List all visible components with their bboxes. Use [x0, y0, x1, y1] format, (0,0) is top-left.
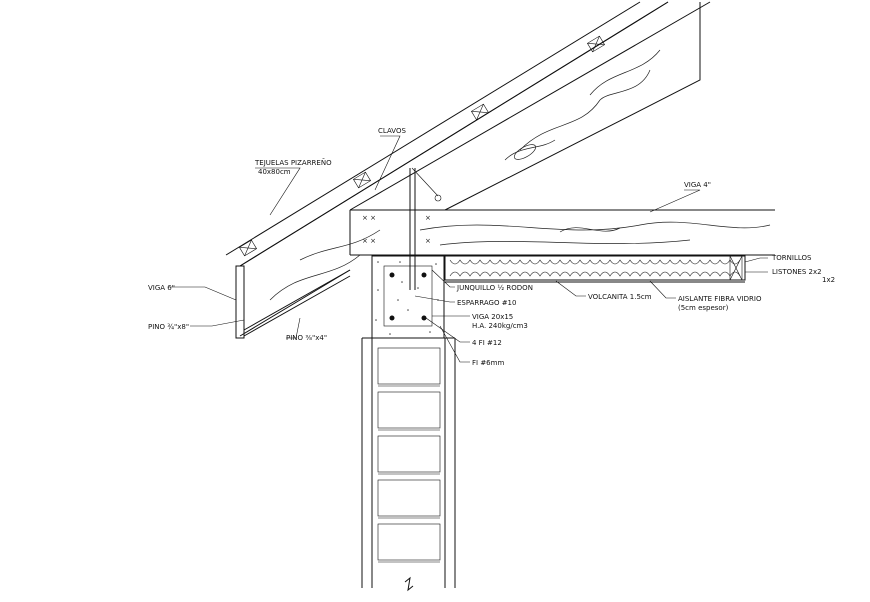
insulation-strip — [444, 255, 746, 283]
eave-fascia — [235, 265, 351, 339]
svg-text:× ×: × × — [362, 237, 376, 245]
svg-text:× ×: × × — [362, 214, 376, 222]
label-pino-b: PINO ⅜"x4" — [286, 334, 327, 342]
tile-nail-marks — [239, 35, 605, 257]
label-esparrago: ESPARRAGO #10 — [457, 299, 516, 307]
label-ha: H.A. 240kg/cm3 — [472, 322, 528, 330]
label-viga20: VIGA 20x15 — [472, 313, 513, 321]
label-aislante-sub: (5cm espesor) — [678, 304, 729, 312]
label-tejuelas: TEJUELAS PIZARREÑO — [254, 158, 332, 167]
label-viga6: VIGA 6" — [148, 284, 175, 292]
label-fi12: 4 FI #12 — [472, 339, 502, 347]
label-listones: LISTONES 2x2 — [772, 268, 822, 276]
svg-text:×: × — [425, 214, 431, 222]
svg-text:×: × — [425, 237, 431, 245]
label-aislante: AISLANTE FIBRA VIDRIO — [678, 295, 762, 303]
label-tornillos: TORNILLOS — [771, 254, 812, 262]
concrete-bond-beam — [371, 255, 445, 339]
label-clavos: CLAVOS — [378, 127, 406, 135]
label-junquillo: JUNQUILLO ½ RODON — [456, 284, 533, 292]
label-fi6: FI #6mm — [472, 359, 504, 367]
label-volcanita: VOLCANITA 1.5cm — [588, 293, 652, 301]
label-viga4: VIGA 4" — [684, 181, 711, 189]
annotation-labels: CLAVOS TEJUELAS PIZARREÑO 40x80cm VIGA 4… — [148, 127, 835, 367]
leader-lines — [170, 135, 768, 363]
label-pino-a: PINO ¾"x8" — [148, 323, 189, 331]
rafter-wood-grain — [269, 49, 661, 301]
label-tejuelas-size: 40x80cm — [258, 168, 291, 176]
threaded-rod — [409, 167, 442, 290]
beam-bolt-marks: × × × × × × — [362, 214, 431, 245]
label-listones-sub: 1x2 — [822, 276, 835, 284]
ceiling-beam — [349, 209, 775, 256]
brick-wall — [361, 337, 456, 592]
